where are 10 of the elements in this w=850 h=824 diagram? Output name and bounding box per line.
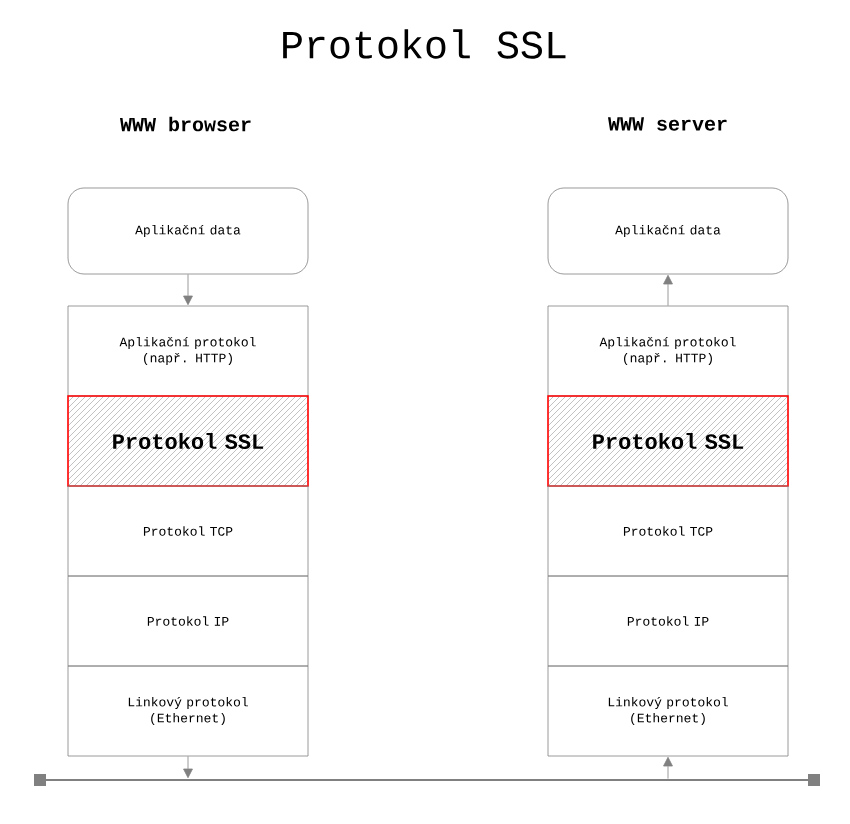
ssl-layer-box: Protokol SSL [547,395,789,487]
arrow [663,756,673,779]
title: Protokol SSL [283,29,566,59]
network-line [34,774,820,786]
arrow [183,756,193,779]
column-heading: WWW browser [120,116,251,132]
arrow [183,274,193,306]
ssl-layer-box: Protokol SSL [67,395,309,487]
column-heading: WWW server [608,117,727,131]
arrow [663,274,673,306]
